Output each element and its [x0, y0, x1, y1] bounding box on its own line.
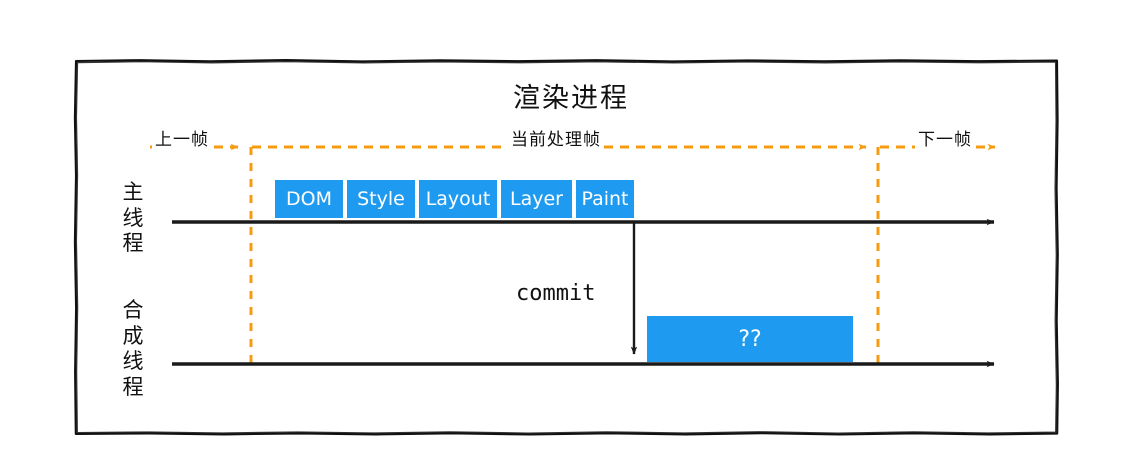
lane-label-compositor-thread-char-2: 成 [122, 323, 144, 348]
main-thread-task-style[interactable]: Style [347, 180, 415, 218]
lane-label-main-thread-char-2: 线 [122, 205, 144, 230]
main-thread-task-paint[interactable]: Paint [576, 180, 634, 218]
lane-label-main-thread-char-1: 主 [122, 180, 144, 204]
lane-label-compositor-thread-char-3: 线 [122, 349, 144, 374]
commit-label: commit [516, 281, 596, 306]
lane-label-compositor-thread: 合 成 线 程 [116, 298, 150, 400]
compositor-task-unknown[interactable]: ?? [647, 316, 853, 362]
main-thread-task-dom[interactable]: DOM [275, 180, 343, 218]
timeline-label-next-frame: 下一帧 [915, 131, 975, 149]
outer-frame [73, 59, 1059, 436]
page-title: 渲染进程 [513, 83, 629, 114]
lane-label-compositor-thread-char-4: 程 [122, 374, 144, 399]
lane-label-compositor-thread-char-1: 合 [122, 298, 144, 322]
lane-label-main-thread: 主 线 程 [116, 180, 150, 257]
timeline-label-previous-frame: 上一帧 [152, 131, 212, 149]
main-thread-task-layout[interactable]: Layout [419, 180, 497, 218]
main-thread-task-layer[interactable]: Layer [501, 180, 572, 218]
timeline-label-current-frame: 当前处理帧 [508, 131, 604, 149]
lane-label-main-thread-char-3: 程 [122, 231, 144, 256]
